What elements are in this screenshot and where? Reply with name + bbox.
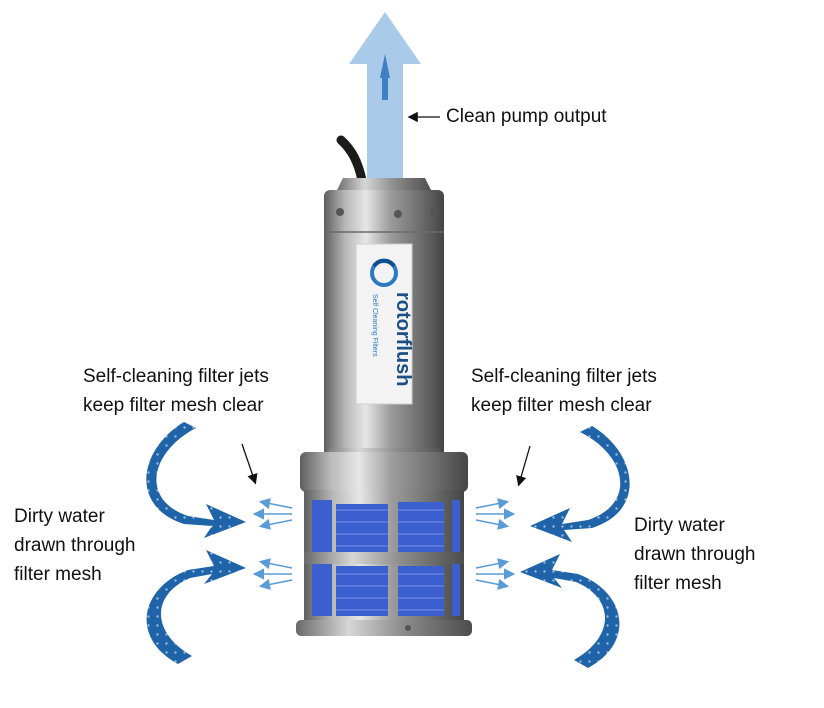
label-line: keep filter mesh clear xyxy=(471,395,652,416)
bolt-icon xyxy=(405,625,411,631)
brand-name: rotorflush xyxy=(392,292,414,386)
intake-arrow-upper-right xyxy=(530,426,630,542)
label-line: Dirty water xyxy=(634,515,725,536)
label-jets-left: Self-cleaning filter jets keep filter me… xyxy=(83,362,269,420)
filter-mid-band xyxy=(304,552,464,564)
bolt-icon xyxy=(430,208,438,216)
filter-top-ring xyxy=(300,452,468,492)
label-dirty-right: Dirty water drawn through filter mesh xyxy=(634,511,755,598)
filter-base xyxy=(296,620,472,636)
label-line: drawn through xyxy=(634,544,756,565)
label-clean-output: Clean pump output xyxy=(446,102,607,131)
label-line: Self-cleaning filter jets xyxy=(83,366,269,387)
jets-pointer-right xyxy=(516,445,531,487)
jets-pointer-left xyxy=(241,443,258,485)
filter-mesh xyxy=(312,500,460,616)
label-line: Dirty water xyxy=(14,506,105,527)
label-jets-right: Self-cleaning filter jets keep filter me… xyxy=(471,362,657,420)
intake-arrow-lower-right xyxy=(520,554,620,668)
jet-arrows-right xyxy=(475,498,516,590)
rotorflush-logo-icon xyxy=(370,258,398,287)
label-line: Self-cleaning filter jets xyxy=(471,366,657,387)
brand-tagline: Self Cleaning Filters xyxy=(371,294,378,357)
label-line: drawn through xyxy=(14,535,136,556)
bolt-icon xyxy=(336,208,344,216)
label-clean-output-text: Clean pump output xyxy=(446,106,607,127)
label-line: keep filter mesh clear xyxy=(83,395,264,416)
output-arrow-inner xyxy=(380,54,390,100)
label-line: filter mesh xyxy=(14,564,102,585)
intake-arrow-lower-left xyxy=(146,550,246,664)
jet-arrows-left xyxy=(252,498,293,590)
product-label xyxy=(355,243,413,405)
bolt-icon xyxy=(394,210,402,218)
intake-arrow-upper-left xyxy=(146,422,246,538)
pump-top-cap xyxy=(336,178,432,192)
label-line: filter mesh xyxy=(634,573,722,594)
label-dirty-left: Dirty water drawn through filter mesh xyxy=(14,502,135,589)
power-cable xyxy=(336,135,367,185)
